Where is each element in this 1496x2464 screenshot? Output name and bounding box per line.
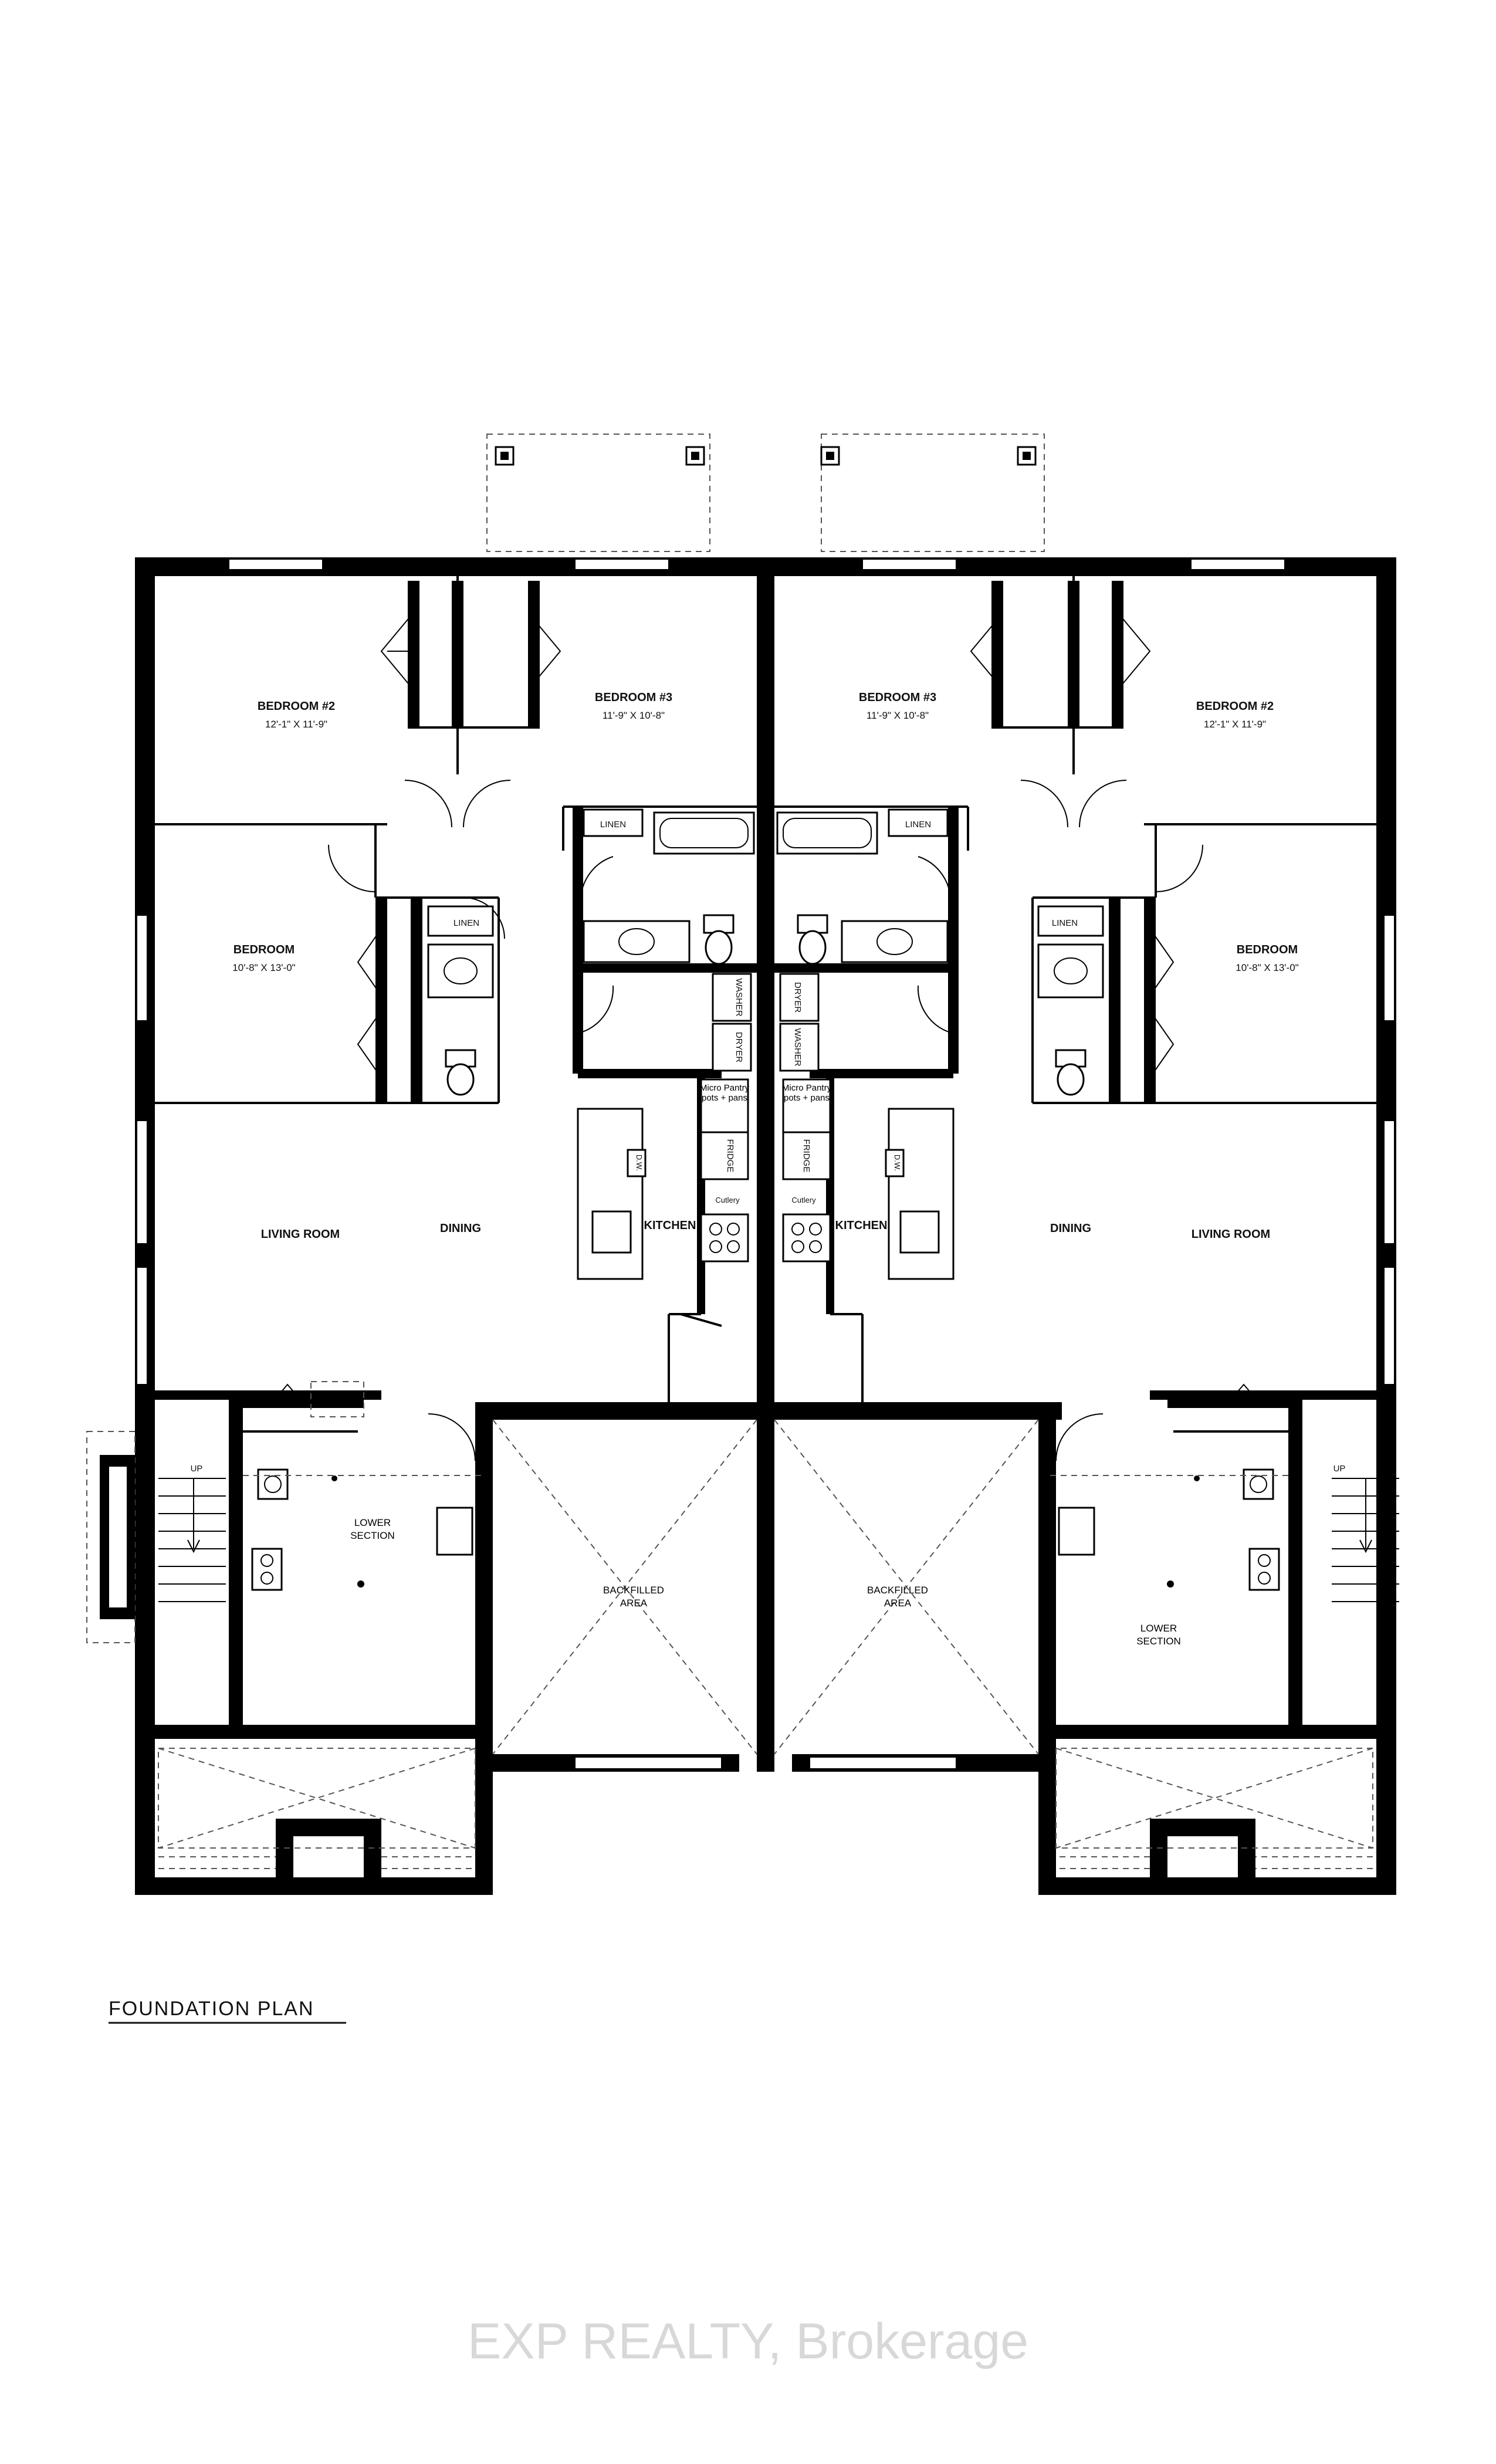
washer-left: WASHER: [734, 978, 744, 1016]
dining-left: DINING: [440, 1222, 481, 1235]
fridge-right: FRIDGE: [801, 1139, 811, 1173]
fridge-left: FRIDGE: [725, 1139, 735, 1173]
pantry-right: Micro Pantry pots + pans: [781, 1083, 832, 1103]
linen-right-ensuite: LINEN: [1052, 918, 1078, 928]
backfilled-left: BACKFILLED AREA: [603, 1585, 664, 1609]
bedroom2-right-dims: 12'-1" X 11'-9": [1204, 719, 1266, 730]
linen-left-ensuite: LINEN: [453, 918, 479, 928]
bedroom2-left-name: BEDROOM #2: [258, 700, 335, 713]
dw-right: D.W.: [893, 1155, 902, 1171]
living-right: LIVING ROOM: [1192, 1228, 1270, 1241]
bedroom-left-name: BEDROOM: [233, 943, 295, 956]
pantry-left: Micro Pantry pots + pans: [699, 1083, 750, 1103]
side-entry: [86, 1431, 136, 1643]
lower-section-right: LOWER SECTION: [1136, 1623, 1181, 1647]
bedroom2-right-name: BEDROOM #2: [1196, 700, 1274, 713]
interior-walls-left: [155, 576, 757, 1402]
living-left: LIVING ROOM: [261, 1228, 340, 1241]
fixtures-right: [774, 615, 1399, 1869]
plan-title: FOUNDATION PLAN: [109, 1998, 314, 2020]
dryer-left: DRYER: [734, 1032, 744, 1062]
backfilled-right: BACKFILLED AREA: [867, 1585, 928, 1609]
bedroom-right-dims: 10'-8" X 13'-0": [1236, 962, 1298, 973]
bedroom2-left-dims: 12'-1" X 11'-9": [265, 719, 327, 730]
linen-right-bath: LINEN: [905, 820, 931, 830]
dw-left: D.W.: [635, 1155, 644, 1171]
bedroom3-left-dims: 11'-9" X 10'-8": [603, 710, 665, 721]
bedroom3-right-dims: 11'-9" X 10'-8": [867, 710, 929, 721]
windows: [136, 559, 1395, 1769]
exterior-walls: [135, 557, 1396, 1895]
watermark: EXP REALTY, Brokerage: [468, 2313, 1028, 2370]
bedroom-left-dims: 10'-8" X 13'-0": [232, 962, 295, 973]
linen-left-bath: LINEN: [600, 820, 626, 830]
kitchen-left: KITCHEN: [644, 1219, 696, 1232]
cutlery-right: Cutlery: [791, 1196, 816, 1204]
labels-left: BEDROOM #2 12'-1" X 11'-9" BEDROOM #3 11…: [191, 691, 750, 1609]
up-left: UP: [191, 1464, 203, 1474]
up-right: UP: [1333, 1464, 1346, 1474]
dryer-right: DRYER: [793, 982, 803, 1013]
bedroom3-left-name: BEDROOM #3: [595, 691, 672, 704]
bedroom-right-name: BEDROOM: [1237, 943, 1298, 956]
kitchen-right: KITCHEN: [835, 1219, 888, 1232]
cutlery-left: Cutlery: [715, 1196, 740, 1204]
labels-right: BEDROOM #2 12'-1" X 11'-9" BEDROOM #3 11…: [781, 691, 1346, 1647]
bedroom3-right-name: BEDROOM #3: [859, 691, 936, 704]
fixtures-left: [158, 615, 757, 1869]
dining-right: DINING: [1050, 1222, 1091, 1235]
porch-posts: [486, 434, 1045, 552]
washer-right: WASHER: [793, 1028, 803, 1066]
interior-walls-right: [774, 576, 1376, 1402]
lower-section-left: LOWER SECTION: [350, 1517, 395, 1541]
